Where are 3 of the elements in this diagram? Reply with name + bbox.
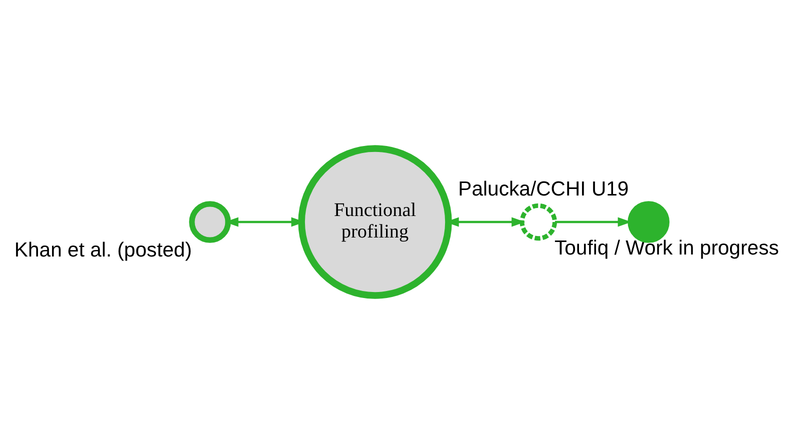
- node-label: Palucka/CCHI U19: [458, 178, 629, 200]
- node-label: Khan et al. (posted): [14, 239, 192, 262]
- node-label: Toufiq / Work in progress: [554, 238, 779, 260]
